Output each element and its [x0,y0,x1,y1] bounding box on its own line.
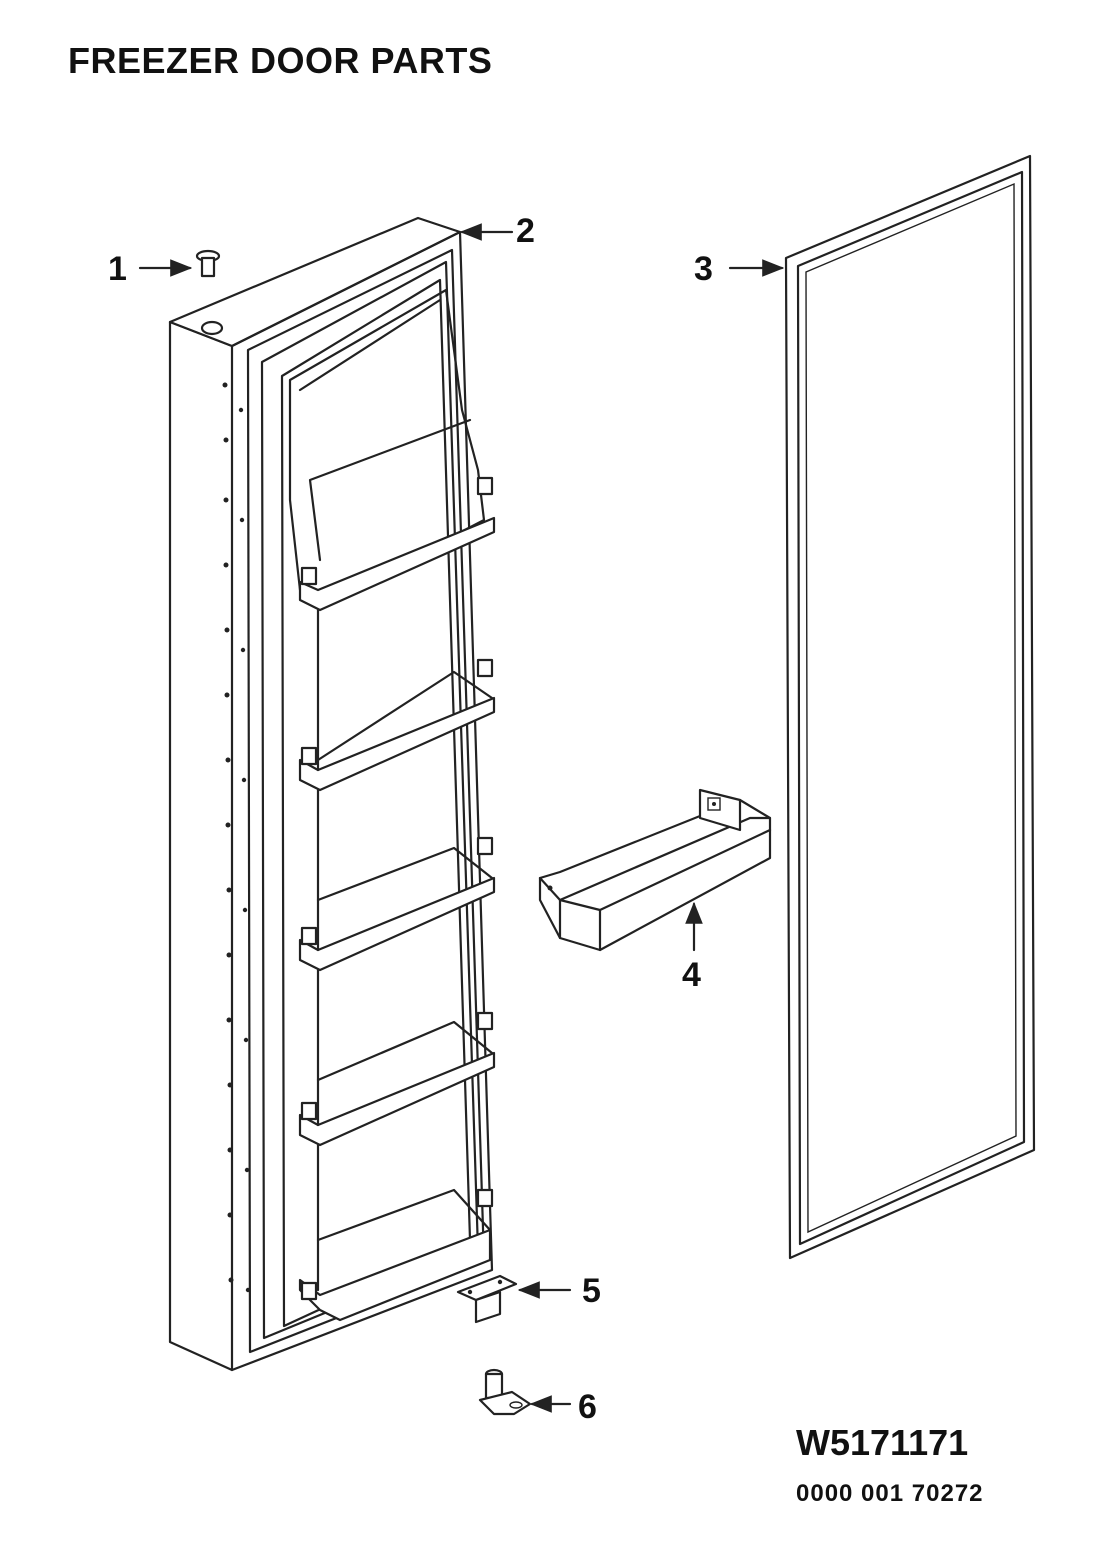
svg-text:4: 4 [682,956,701,994]
callout-5: 5 [517,1272,601,1310]
model-number: W5171171 [796,1422,969,1463]
door-shelves [298,476,496,1322]
page-title: FREEZER DOOR PARTS [68,40,493,81]
callout-2: 2 [459,212,535,250]
door-plug-part [195,249,221,278]
callout-1: 1 [108,250,193,288]
callout-6: 6 [529,1388,597,1426]
svg-text:5: 5 [582,1272,601,1310]
svg-text:6: 6 [578,1388,597,1426]
part-code: 0000 001 70272 [796,1480,984,1507]
callout-3: 3 [694,250,785,288]
hinge-bracket [456,1274,518,1324]
door-gasket [784,154,1036,1260]
door-shelf-bin [538,788,772,952]
svg-text:2: 2 [516,212,535,250]
callout-4: 4 [682,901,703,994]
freezer-door [168,216,496,1372]
svg-text:3: 3 [694,250,713,288]
hinge-pin [478,1368,532,1416]
svg-text:1: 1 [108,250,127,288]
